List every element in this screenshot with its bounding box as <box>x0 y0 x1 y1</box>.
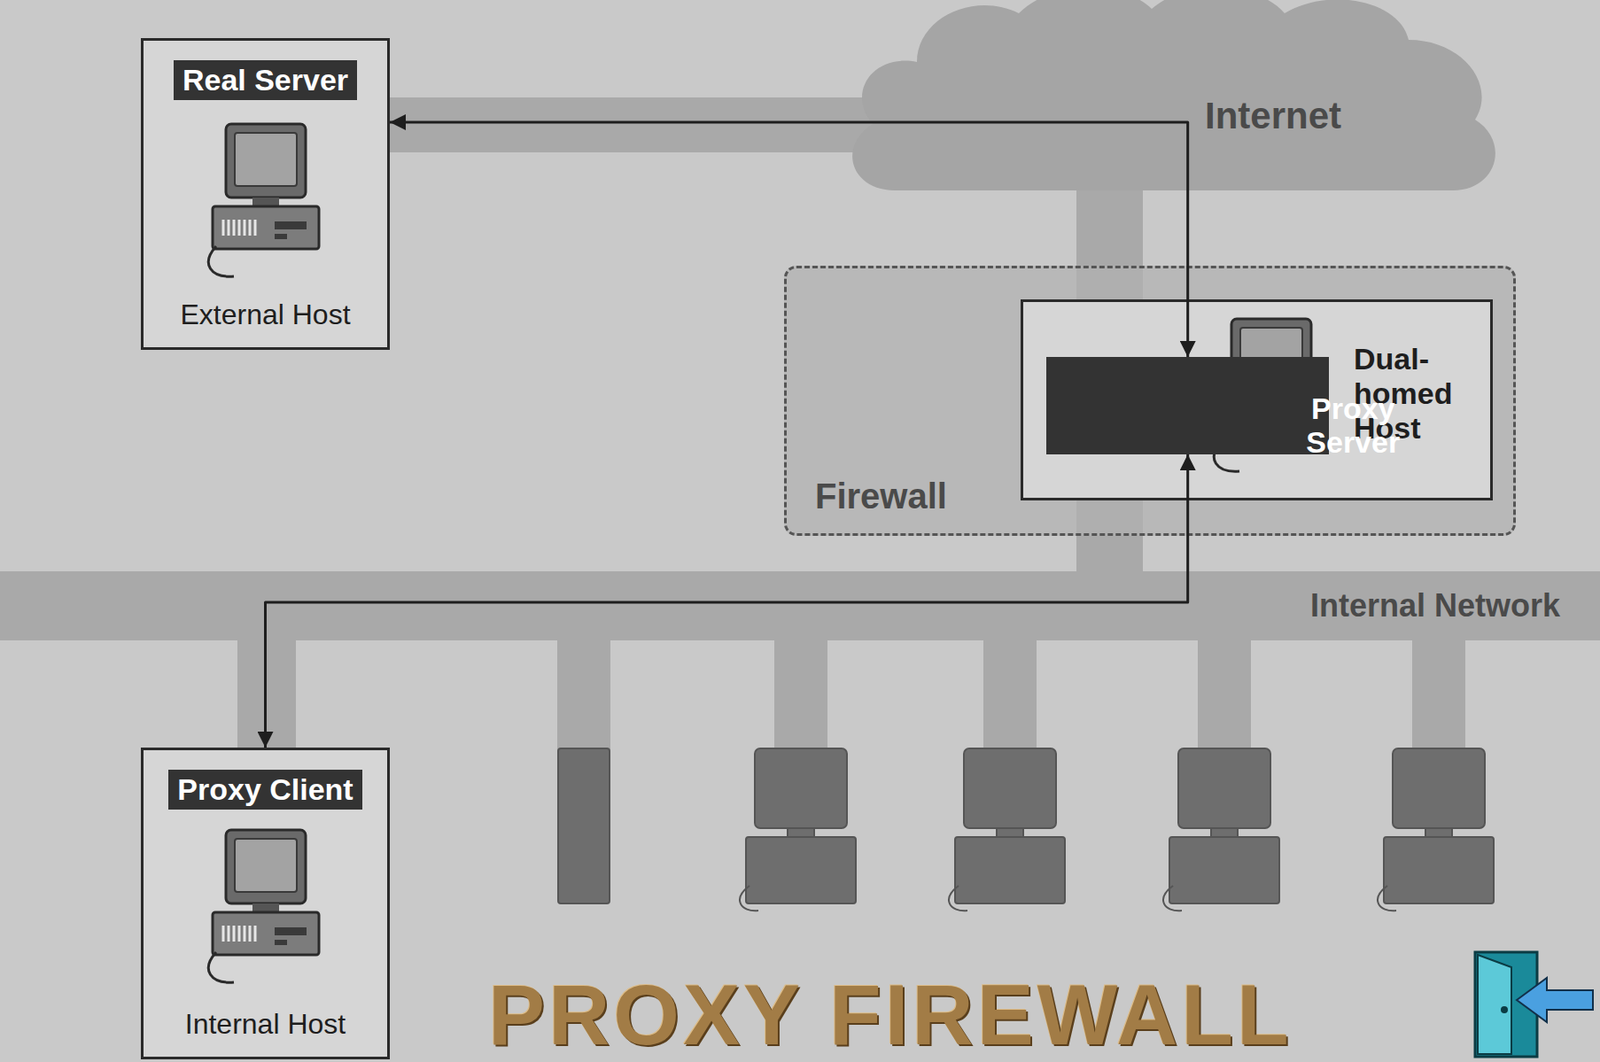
exit-door-icon <box>1475 952 1593 1057</box>
connector-arrow <box>389 122 1189 358</box>
computer-icon <box>208 124 319 277</box>
box-fill <box>140 38 390 350</box>
client-box: Proxy ClientInternal Host <box>140 747 390 1060</box>
zone-label: Firewall <box>815 476 948 516</box>
cloud-label: Internet <box>1204 95 1342 137</box>
network-label: Internal Network <box>1310 587 1561 625</box>
server-box: Real ServerExternal Host <box>140 38 390 350</box>
network-computers <box>558 748 1494 904</box>
computer-icon <box>208 830 319 983</box>
internet-cloud: Internet <box>832 0 1515 209</box>
host-label: Internal Host <box>185 1008 346 1041</box>
cloud-outline <box>832 0 1515 209</box>
network-bands <box>0 97 1600 754</box>
network-band: Internal Network <box>0 571 1600 641</box>
role-tag: Real Server <box>173 60 358 101</box>
proxy-tag: Proxy Server <box>1046 357 1329 455</box>
firewall-fill <box>784 265 1516 536</box>
connector-arrow <box>265 454 1189 748</box>
firewall-zone: Firewall Dual- homed HostProxy Server <box>784 265 1516 536</box>
box-fill <box>1020 299 1493 501</box>
role-tag: Proxy Client <box>168 769 362 810</box>
role-tag: Proxy Server <box>1305 392 1400 459</box>
host-label: External Host <box>179 298 350 332</box>
box-fill <box>140 747 390 1060</box>
computer-cables <box>739 885 1397 911</box>
diagram-title: PROXY FIREWALL <box>488 972 1293 1058</box>
host-box: Dual- homed HostProxy Server <box>1020 299 1493 501</box>
